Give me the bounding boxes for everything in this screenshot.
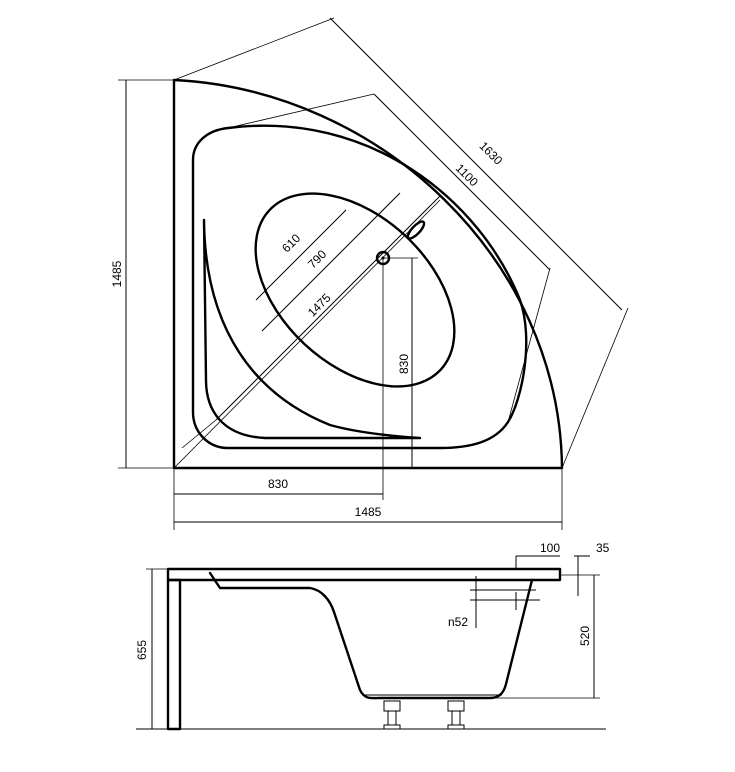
dim-line-1475-ext	[181, 419, 217, 449]
side-view: n52 655 520 100 35	[135, 541, 610, 731]
overflow-label: n52	[448, 615, 468, 629]
dim-830-vertical-label: 830	[397, 354, 411, 374]
ext-line-1100-b	[507, 267, 551, 423]
dim-100-label: 100	[540, 541, 560, 555]
foot-right	[447, 700, 465, 730]
oval-basin	[254, 192, 456, 388]
front-panel	[166, 578, 182, 731]
inner-rim	[191, 124, 528, 450]
tub-body	[208, 571, 534, 700]
dim-line-790	[261, 192, 401, 332]
dim-655-label: 655	[135, 640, 149, 660]
dim-line-1630	[329, 17, 623, 311]
dim-line-1100	[373, 93, 551, 271]
dim-830-horizontal-label: 830	[268, 477, 288, 491]
plan-view: 1485 830 1485 830 1630 1100 1475 790 610	[110, 17, 629, 530]
ext-line-1630-b	[561, 307, 629, 469]
tub-outline	[172, 78, 564, 470]
armrest-curve	[202, 218, 422, 440]
dim-line-1475	[215, 195, 441, 421]
dim-610-label: 610	[279, 231, 303, 255]
centerline-diagonal	[173, 199, 441, 469]
dim-1475-label: 1475	[305, 291, 334, 320]
rim-top	[166, 567, 562, 582]
dim-line-610	[255, 209, 347, 301]
dim-height-label: 1485	[110, 260, 124, 287]
dim-1485-horizontal-label: 1485	[355, 505, 382, 519]
dim-1630-label: 1630	[476, 139, 505, 168]
dim-35-label: 35	[596, 541, 610, 555]
ext-line-1630-a	[173, 17, 335, 81]
ext-line-1100-a	[227, 93, 375, 129]
foot-left	[383, 700, 401, 730]
overflow-hole	[406, 220, 426, 240]
dim-520-label: 520	[578, 626, 592, 646]
